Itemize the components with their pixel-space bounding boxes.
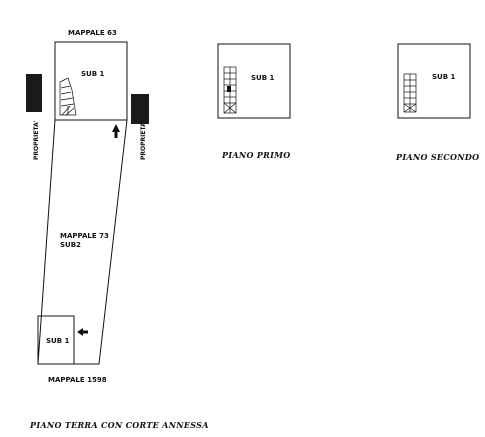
- caption-first-floor: PIANO PRIMO: [221, 150, 291, 160]
- neighbor-property-left-block: [26, 74, 42, 112]
- first-floor-building: [217, 43, 291, 119]
- sub1-upper-building: [54, 41, 128, 121]
- first-floor-plan: SUB 1 PIANO PRIMO: [217, 43, 291, 160]
- staircase-icon: [223, 66, 237, 114]
- staircase-icon: [403, 73, 417, 113]
- arrow-up-icon: [112, 124, 120, 138]
- caption-second-floor: PIANO SECONDO: [395, 152, 479, 162]
- second-floor-sub1-label: SUB 1: [432, 73, 455, 81]
- ground-floor-plan: MAPPALE 63 SUB 1 MAPPALE 73 SUB2 SUB 1 M…: [26, 29, 209, 430]
- arrow-left-icon: [77, 328, 88, 336]
- caption-ground-floor: PIANO TERRA CON CORTE ANNESSA: [29, 420, 209, 430]
- sub1-lower-building: [37, 315, 75, 365]
- courtyard-parcel: [37, 119, 128, 365]
- staircase-icon: [59, 77, 77, 116]
- second-floor-plan: SUB 1 PIANO SECONDO: [395, 43, 479, 162]
- mappale-73-label: MAPPALE 73: [60, 232, 109, 240]
- mappale-63-label: MAPPALE 63: [68, 29, 117, 37]
- sub1-lower-label: SUB 1: [46, 337, 69, 345]
- proprieta-left-label: PROPRIETA': [33, 120, 40, 160]
- neighbor-property-right-block: [131, 94, 149, 124]
- sub2-label: SUB2: [60, 241, 81, 249]
- sub1-upper-label: SUB 1: [81, 70, 104, 78]
- first-floor-sub1-label: SUB 1: [251, 74, 274, 82]
- mappale-1598-label: MAPPALE 1598: [48, 376, 107, 384]
- second-floor-building: [397, 43, 471, 119]
- proprieta-right-label: PROPRIETA': [140, 120, 147, 160]
